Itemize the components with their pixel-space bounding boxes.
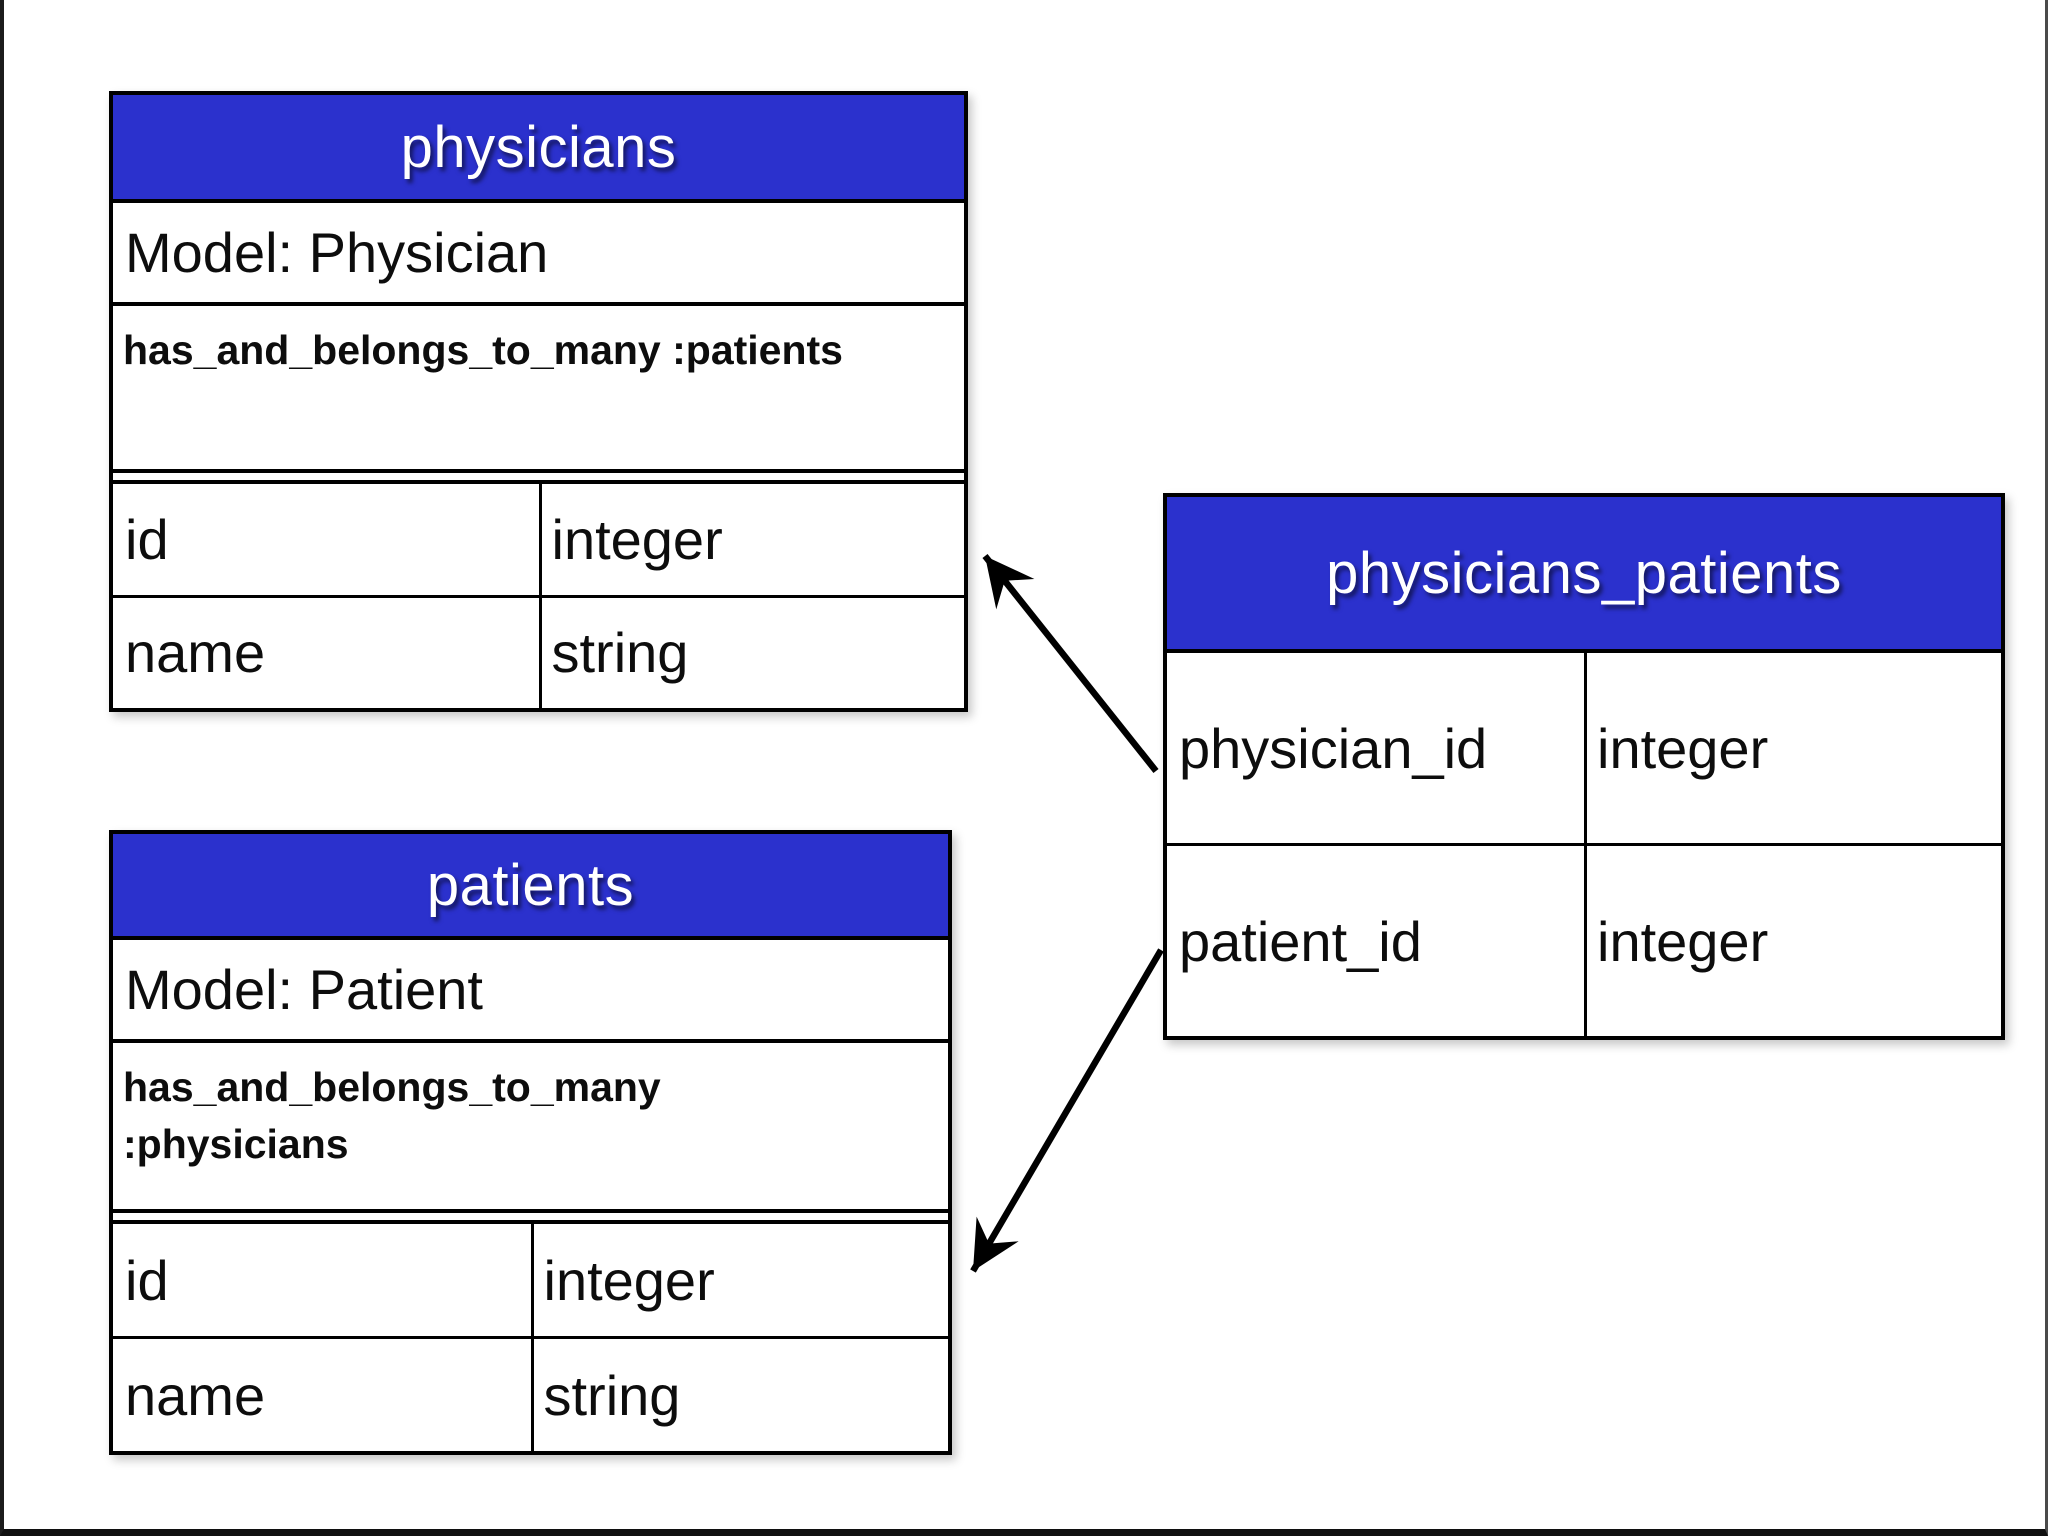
arrow-physician-id-to-physicians bbox=[982, 553, 1159, 774]
column-type-cell: integer bbox=[1584, 653, 2001, 843]
patients-model-label: Model: Patient bbox=[125, 958, 483, 1021]
column-type-cell: integer bbox=[1584, 846, 2001, 1036]
column-name-cell: id bbox=[125, 1248, 169, 1312]
column-name-cell: patient_id bbox=[1179, 909, 1422, 973]
table-row: id integer bbox=[113, 1224, 948, 1336]
patients-table-header: patients bbox=[113, 834, 948, 940]
patients-model-row: Model: Patient bbox=[113, 940, 948, 1043]
column-type-cell: integer bbox=[538, 484, 965, 595]
physicians-patients-table: physicians_patients physician_id integer… bbox=[1163, 493, 2005, 1040]
physicians-patients-table-title: physicians_patients bbox=[1326, 540, 1842, 606]
table-row: physician_id integer bbox=[1167, 653, 2001, 843]
column-name-cell: id bbox=[125, 507, 169, 571]
column-name-cell: name bbox=[125, 1363, 266, 1427]
column-name-cell: physician_id bbox=[1179, 716, 1488, 780]
patients-association-label: has_and_belongs_to_many :physicians bbox=[123, 1064, 661, 1168]
physicians-table-header: physicians bbox=[113, 95, 964, 203]
patients-association-row: has_and_belongs_to_many :physicians bbox=[113, 1043, 948, 1213]
column-type-cell: string bbox=[530, 1339, 949, 1451]
physicians-patients-table-header: physicians_patients bbox=[1167, 497, 2001, 653]
physicians-association-label: has_and_belongs_to_many :patients bbox=[123, 327, 843, 373]
physicians-model-row: Model: Physician bbox=[113, 203, 964, 306]
table-row: patient_id integer bbox=[1167, 843, 2001, 1036]
arrow-patient-id-to-patients bbox=[970, 948, 1164, 1273]
patients-table: patients Model: Patient has_and_belongs_… bbox=[109, 830, 952, 1455]
physicians-table: physicians Model: Physician has_and_belo… bbox=[109, 91, 968, 712]
patients-table-title: patients bbox=[426, 852, 635, 918]
table-row: name string bbox=[113, 1336, 948, 1451]
table-row: id integer bbox=[113, 484, 964, 595]
physicians-model-label: Model: Physician bbox=[125, 221, 549, 284]
section-divider-gap bbox=[113, 473, 964, 480]
column-type-cell: integer bbox=[530, 1224, 949, 1336]
physicians-columns: id integer name string bbox=[113, 480, 964, 708]
column-name-cell: name bbox=[125, 621, 266, 685]
physicians-patients-columns: physician_id integer patient_id integer bbox=[1167, 653, 2001, 1036]
section-divider-gap bbox=[113, 1213, 948, 1220]
column-type-cell: string bbox=[538, 597, 965, 708]
physicians-table-title: physicians bbox=[400, 114, 677, 180]
patients-columns: id integer name string bbox=[113, 1220, 948, 1451]
physicians-association-row: has_and_belongs_to_many :patients bbox=[113, 306, 964, 473]
table-row: name string bbox=[113, 594, 965, 708]
